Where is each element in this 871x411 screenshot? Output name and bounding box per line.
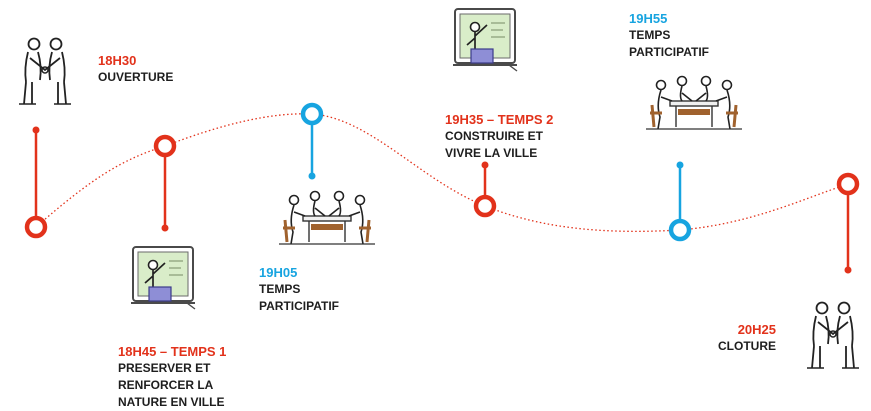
timeline-node-6 — [836, 172, 860, 196]
step-time: 19H05 — [259, 265, 298, 280]
step-label-ouverture: 18H30 OUVERTURE — [98, 52, 173, 86]
step-time: 18H45 – TEMPS 1 — [118, 344, 227, 359]
step-title: TEMPS PARTICIPATIF — [259, 282, 339, 313]
handshake-icon — [806, 301, 860, 369]
presenter-board-icon — [452, 8, 518, 72]
step-time: 18H30 — [98, 53, 137, 68]
step-title: OUVERTURE — [98, 70, 174, 84]
handshake-icon — [18, 37, 72, 105]
timeline-node-5 — [668, 218, 692, 242]
step-time: 19H35 – TEMPS 2 — [445, 112, 554, 127]
timeline-node-3 — [300, 102, 324, 126]
presenter-board-icon — [130, 246, 196, 310]
timeline-dotted-path — [35, 113, 849, 232]
step-label-cloture: 20H25 CLOTURE — [680, 321, 776, 355]
step-title: CONSTRUIRE ET VIVRE LA VILLE — [445, 129, 544, 160]
step-title: CLOTURE — [718, 339, 776, 353]
step-time: 20H25 — [737, 322, 776, 337]
step-label-temps-2: 19H35 – TEMPS 2 CONSTRUIRE ET VIVRE LA V… — [445, 111, 553, 162]
step-time: 19H55 — [629, 11, 668, 26]
timeline-node-2 — [153, 134, 177, 158]
timeline-node-4 — [473, 194, 497, 218]
step-label-participatif-1: 19H05 TEMPS PARTICIPATIF — [259, 264, 339, 315]
step-label-temps-1: 18H45 – TEMPS 1 PRESERVER ET RENFORCER L… — [118, 343, 226, 411]
step-label-participatif-2: 19H55 TEMPS PARTICIPATIF — [629, 10, 709, 61]
meeting-table-icon — [644, 75, 744, 131]
step-title: PRESERVER ET RENFORCER LA NATURE EN VILL… — [118, 361, 225, 409]
connector-lines — [32, 125, 852, 274]
meeting-table-icon — [277, 190, 377, 246]
timeline-node-1 — [24, 215, 48, 239]
step-title: TEMPS PARTICIPATIF — [629, 28, 709, 59]
